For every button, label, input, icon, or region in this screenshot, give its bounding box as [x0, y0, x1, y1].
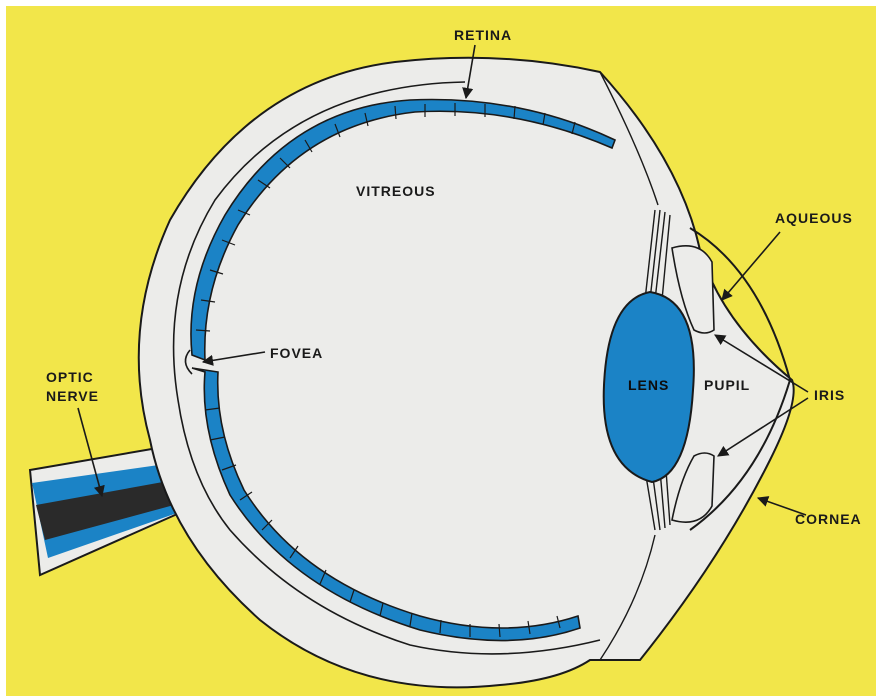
label-retina: RETINA — [454, 27, 512, 43]
label-vitreous: VITREOUS — [356, 183, 436, 199]
label-iris: IRIS — [814, 387, 845, 403]
label-pupil: PUPIL — [704, 377, 750, 393]
label-fovea: FOVEA — [270, 345, 323, 361]
label-aqueous: AQUEOUS — [775, 210, 853, 226]
label-nerve: NERVE — [46, 388, 99, 404]
label-cornea: CORNEA — [795, 511, 862, 527]
label-optic: OPTIC — [46, 369, 94, 385]
label-lens: LENS — [628, 377, 669, 393]
